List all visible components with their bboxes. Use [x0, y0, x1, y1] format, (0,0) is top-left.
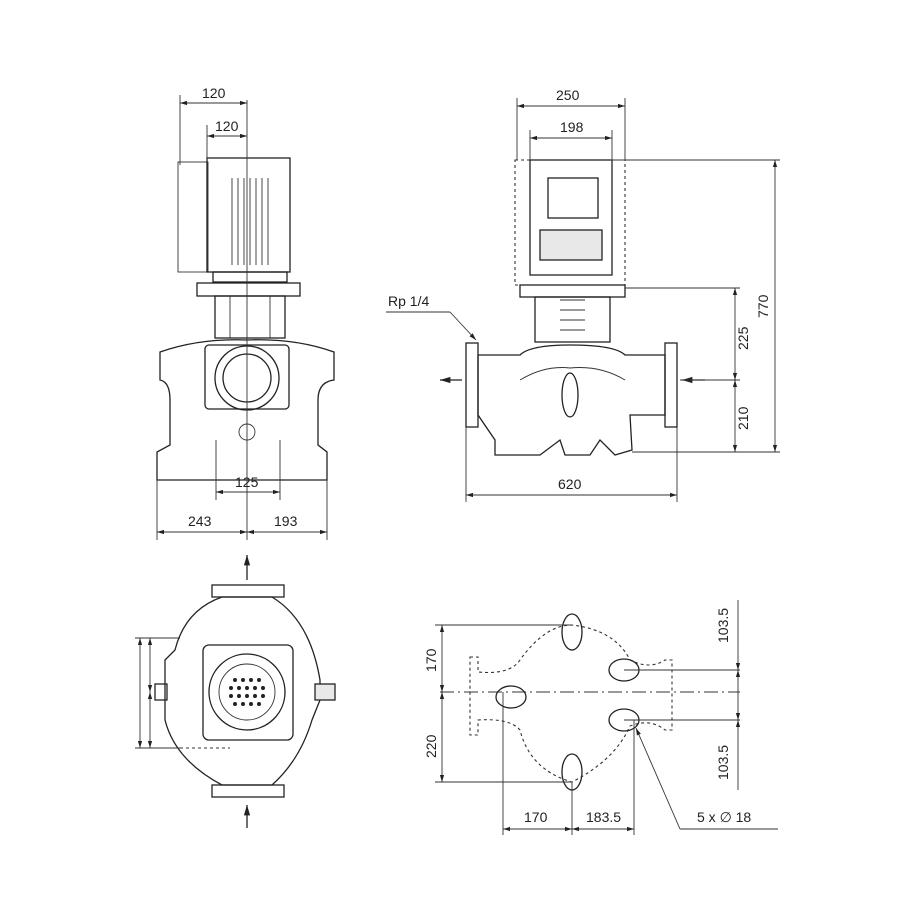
motor-fins [231, 178, 269, 265]
dim-right: 183.5 [586, 809, 621, 825]
dim-outlet: 125 [235, 474, 259, 490]
dim-upper: 170 [423, 648, 439, 672]
dim-motor-outer: 120 [202, 85, 226, 101]
dim-total-height: 770 [755, 294, 771, 318]
motor [529, 159, 613, 276]
impeller-cover [208, 653, 286, 731]
dim-left: 170 [524, 809, 548, 825]
dim-bottom-offset: 103.5 [715, 745, 731, 780]
front-view: 120 120 125 243 193 [156, 85, 335, 540]
coupling-guard [214, 295, 286, 339]
casing-plan [164, 596, 321, 786]
dim-left: 243 [188, 513, 212, 529]
pump-housing [156, 339, 335, 481]
dim-right: 193 [274, 513, 298, 529]
dim-motor-inner: 198 [560, 119, 584, 135]
dim-top-offset: 103.5 [715, 608, 731, 643]
left-flange [465, 342, 479, 428]
motor [206, 157, 291, 273]
vent-holes [229, 678, 265, 706]
bolt-hole [495, 685, 527, 709]
dim-lower: 220 [423, 734, 439, 758]
motor-outline [514, 159, 626, 286]
foot-plan: 170 220 103.5 103.5 170 183.5 5 x ∅ 18 [423, 600, 778, 835]
dim-lower-height: 210 [735, 406, 751, 430]
foot-outline [469, 624, 673, 783]
plan-view [135, 555, 336, 828]
terminal-box [177, 161, 209, 273]
bolt-hole [561, 613, 583, 651]
vent-label: Rp 1/4 [388, 293, 429, 309]
coupling-guard [534, 296, 611, 343]
side-view: 250 198 Rp 1/4 225 210 770 620 [386, 87, 780, 502]
dim-length: 620 [558, 476, 582, 492]
dim-motor-outer: 250 [556, 87, 580, 103]
pump-casing [477, 344, 666, 456]
motor-stool-flange [196, 282, 301, 297]
dim-upper-height: 225 [735, 326, 751, 350]
right-flange [664, 342, 678, 428]
holes-label: 5 x ∅ 18 [697, 809, 751, 825]
dim-motor-inner: 120 [215, 118, 239, 134]
